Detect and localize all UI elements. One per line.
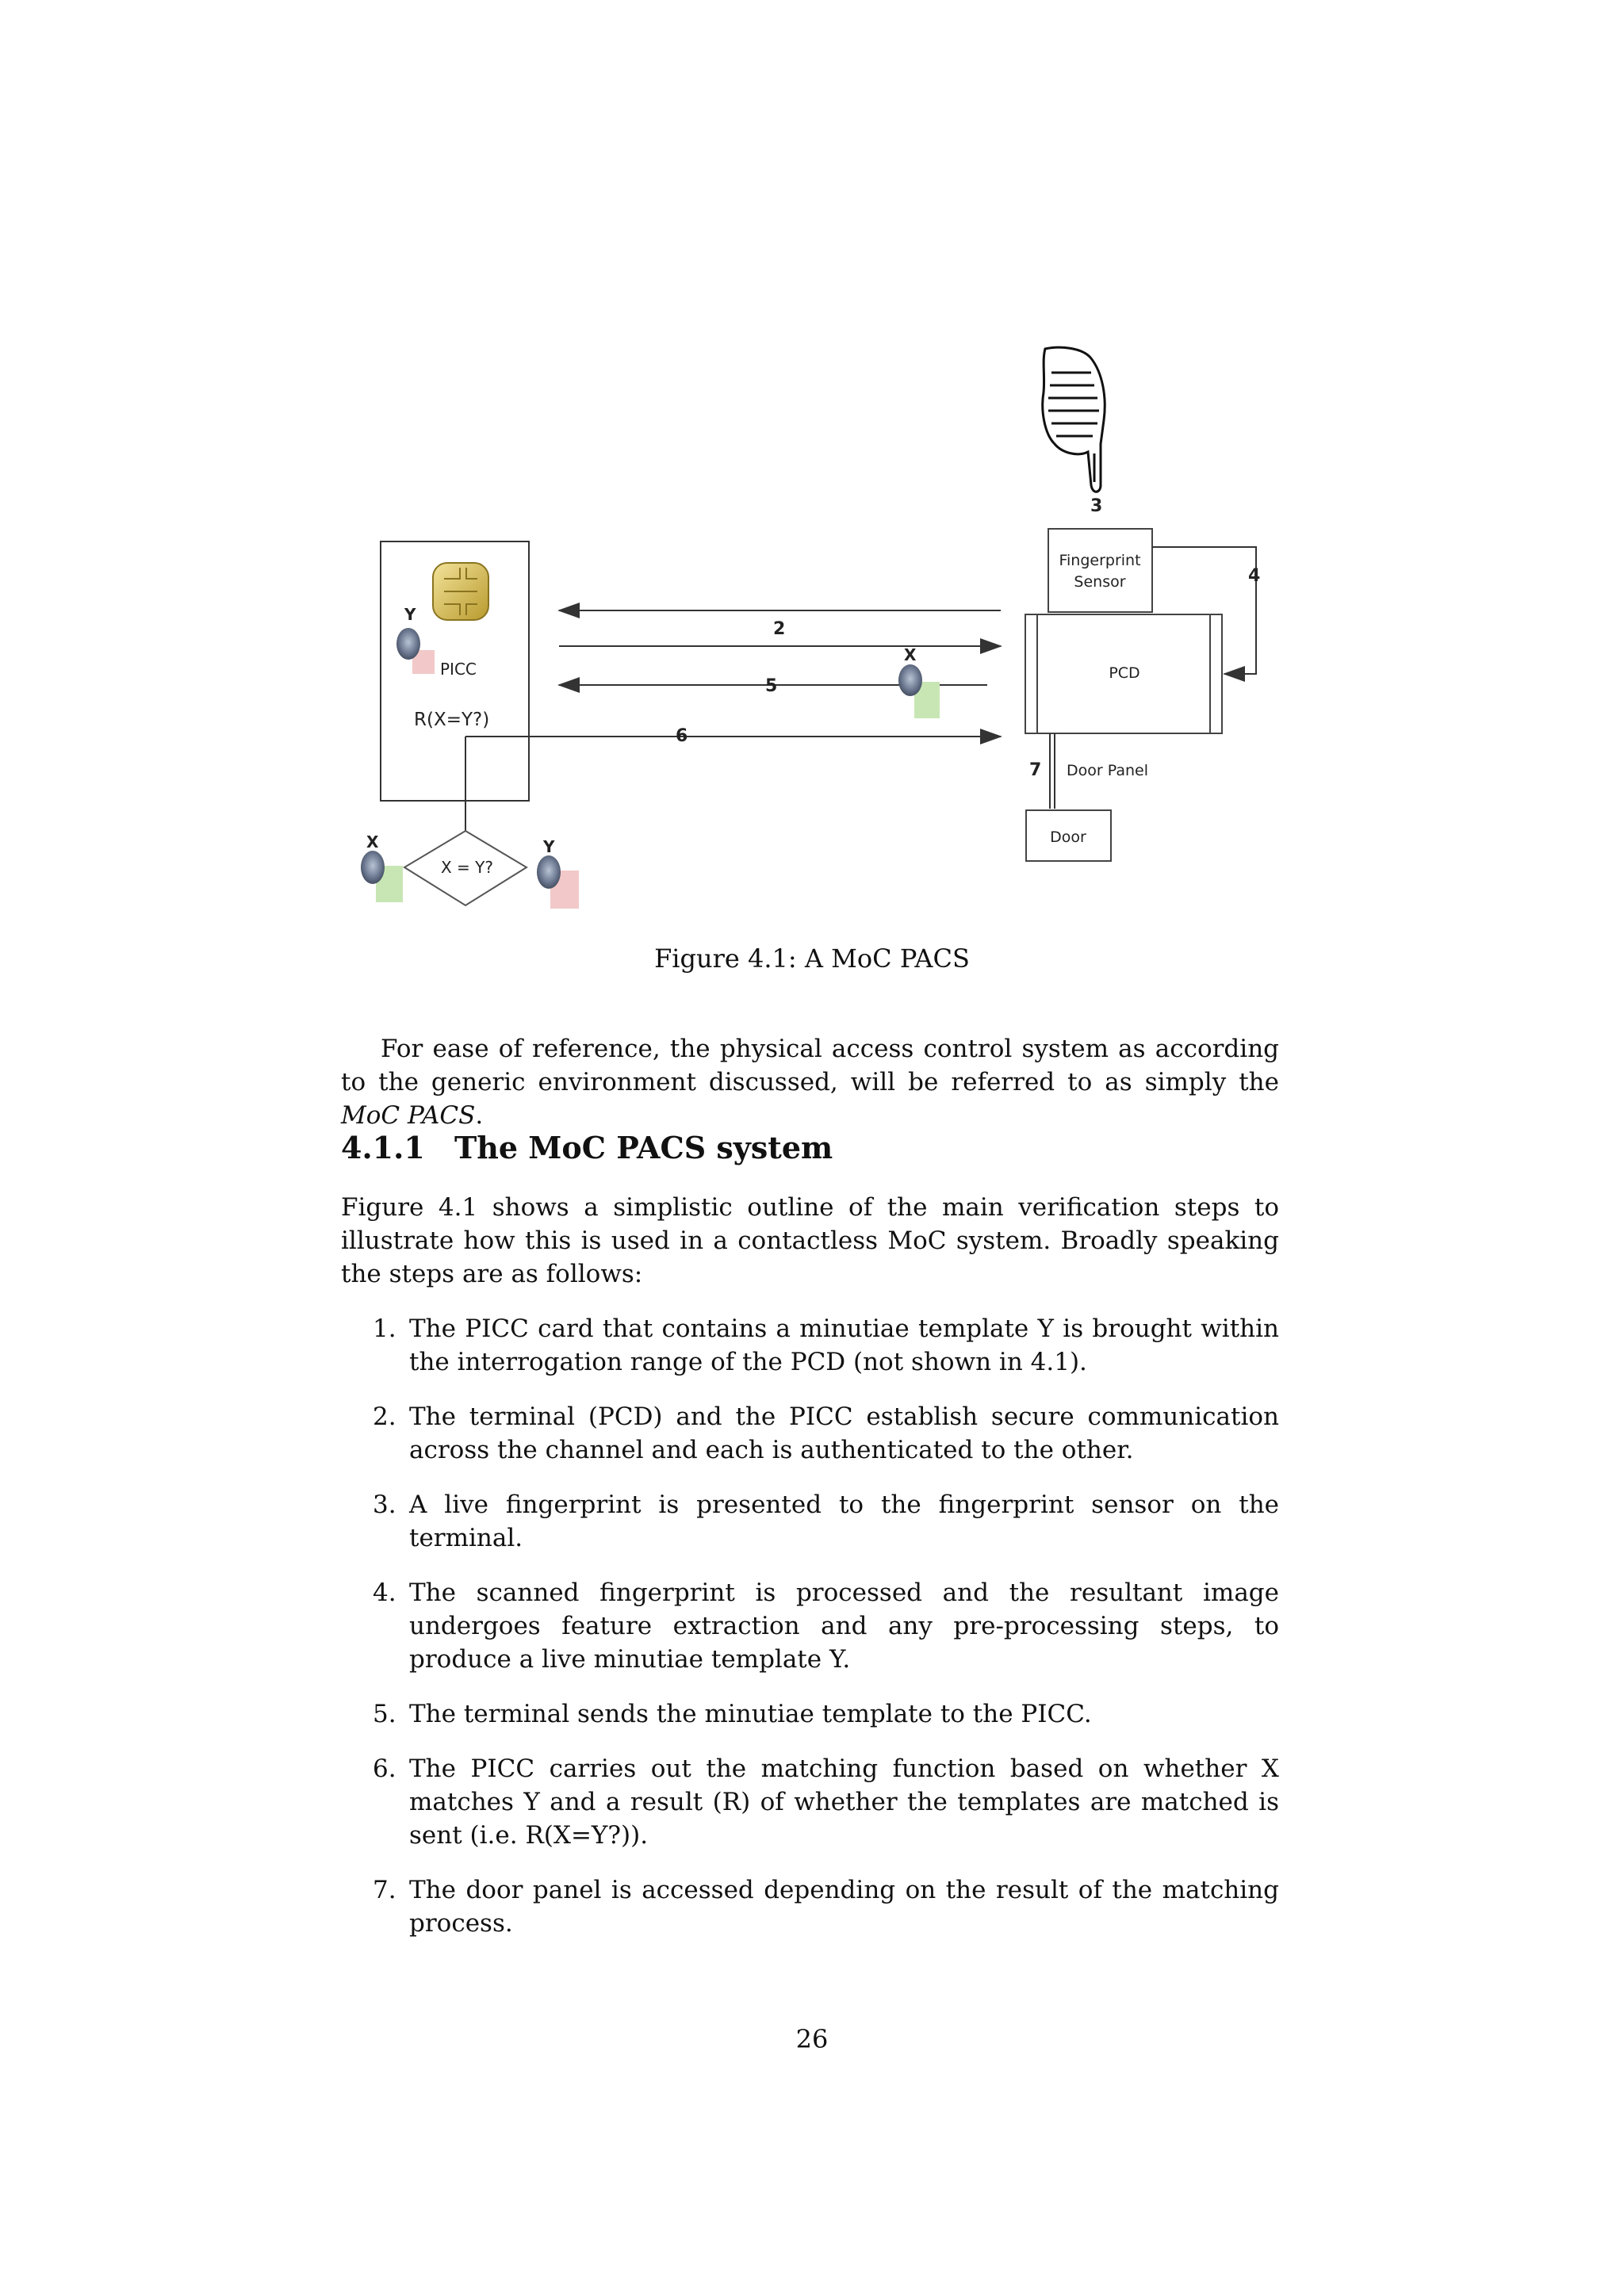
fingerprint-x-left-icon bbox=[361, 851, 403, 902]
result-label: R(X=Y?) bbox=[414, 710, 489, 730]
list-item-index: 6. bbox=[373, 1752, 396, 1785]
list-item-text: A live fingerprint is presented to the f… bbox=[409, 1490, 1279, 1552]
picc-label: PICC bbox=[440, 660, 477, 679]
fingerprint-sensor-label-2: Sensor bbox=[1074, 573, 1125, 591]
fingerprint-y-right-icon bbox=[537, 855, 579, 909]
section-number: 4.1.1 bbox=[341, 1130, 454, 1165]
intro-text: For ease of reference, the physical acce… bbox=[341, 1035, 1279, 1096]
step-7-label: 7 bbox=[1029, 760, 1041, 780]
list-item: 5. The terminal sends the minutiae templa… bbox=[341, 1697, 1279, 1731]
door-label: Door bbox=[1050, 828, 1086, 846]
step-6-label: 6 bbox=[676, 726, 688, 746]
intro-paragraph: For ease of reference, the physical acce… bbox=[341, 1032, 1279, 1132]
list-item: 2. The terminal (PCD) and the PICC establ… bbox=[341, 1400, 1279, 1467]
list-item-text: The scanned fingerprint is processed and… bbox=[409, 1578, 1279, 1674]
section-title: The MoC PACS system bbox=[454, 1130, 833, 1165]
intro-tail: . bbox=[475, 1101, 483, 1130]
door-panel-label: Door Panel bbox=[1067, 762, 1148, 779]
list-item-text: The PICC card that contains a minutiae t… bbox=[409, 1314, 1279, 1376]
fingerprint-x-channel-icon bbox=[898, 664, 940, 718]
list-item-index: 4. bbox=[373, 1576, 396, 1609]
lead-paragraph: Figure 4.1 shows a simplistic outline of… bbox=[341, 1191, 1279, 1291]
list-item-text: The door panel is accessed depending on … bbox=[409, 1876, 1279, 1938]
list-item-index: 2. bbox=[373, 1400, 396, 1433]
intro-emphasis: MoC PACS bbox=[341, 1101, 475, 1130]
figure-caption: Figure 4.1: A MoC PACS bbox=[0, 943, 1624, 974]
page-number: 26 bbox=[0, 2024, 1624, 2054]
chip-icon bbox=[433, 563, 488, 620]
list-item: 6. The PICC carries out the matching func… bbox=[341, 1752, 1279, 1852]
x-left-label: X bbox=[366, 832, 379, 851]
list-item-index: 5. bbox=[373, 1697, 396, 1731]
pcd-label: PCD bbox=[1109, 664, 1139, 682]
step-3-label: 3 bbox=[1090, 496, 1102, 516]
fingerprint-sensor-label-1: Fingerprint bbox=[1059, 552, 1140, 569]
y-right-label: Y bbox=[542, 837, 555, 856]
list-item-text: The terminal sends the minutiae template… bbox=[409, 1700, 1092, 1728]
step-2-label: 2 bbox=[773, 619, 785, 639]
y-card-label: Y bbox=[404, 605, 416, 624]
decision-label: X = Y? bbox=[441, 858, 493, 877]
moc-pacs-diagram: Y PICC R(X=Y?) 2 5 X 6 X = Y? X Y 3 Fing… bbox=[0, 0, 1624, 920]
pointing-hand-icon bbox=[1043, 347, 1105, 492]
list-item: 4. The scanned fingerprint is processed a… bbox=[341, 1576, 1279, 1676]
list-item-text: The PICC carries out the matching functi… bbox=[409, 1755, 1279, 1850]
step-4-label: 4 bbox=[1248, 566, 1260, 586]
list-item-index: 3. bbox=[373, 1488, 396, 1521]
list-item-text: The terminal (PCD) and the PICC establis… bbox=[409, 1402, 1279, 1464]
list-item: 1. The PICC card that contains a minutiae… bbox=[341, 1312, 1279, 1379]
list-item: 7. The door panel is accessed depending o… bbox=[341, 1873, 1279, 1940]
list-item-index: 1. bbox=[373, 1312, 396, 1345]
step-5-label: 5 bbox=[765, 676, 777, 696]
list-item: 3. A live fingerprint is presented to the… bbox=[341, 1488, 1279, 1555]
fingerprint-sensor-box bbox=[1048, 529, 1152, 612]
list-item-index: 7. bbox=[373, 1873, 396, 1907]
steps-list: 1. The PICC card that contains a minutiae… bbox=[341, 1312, 1279, 1961]
x-channel-label: X bbox=[904, 645, 917, 664]
